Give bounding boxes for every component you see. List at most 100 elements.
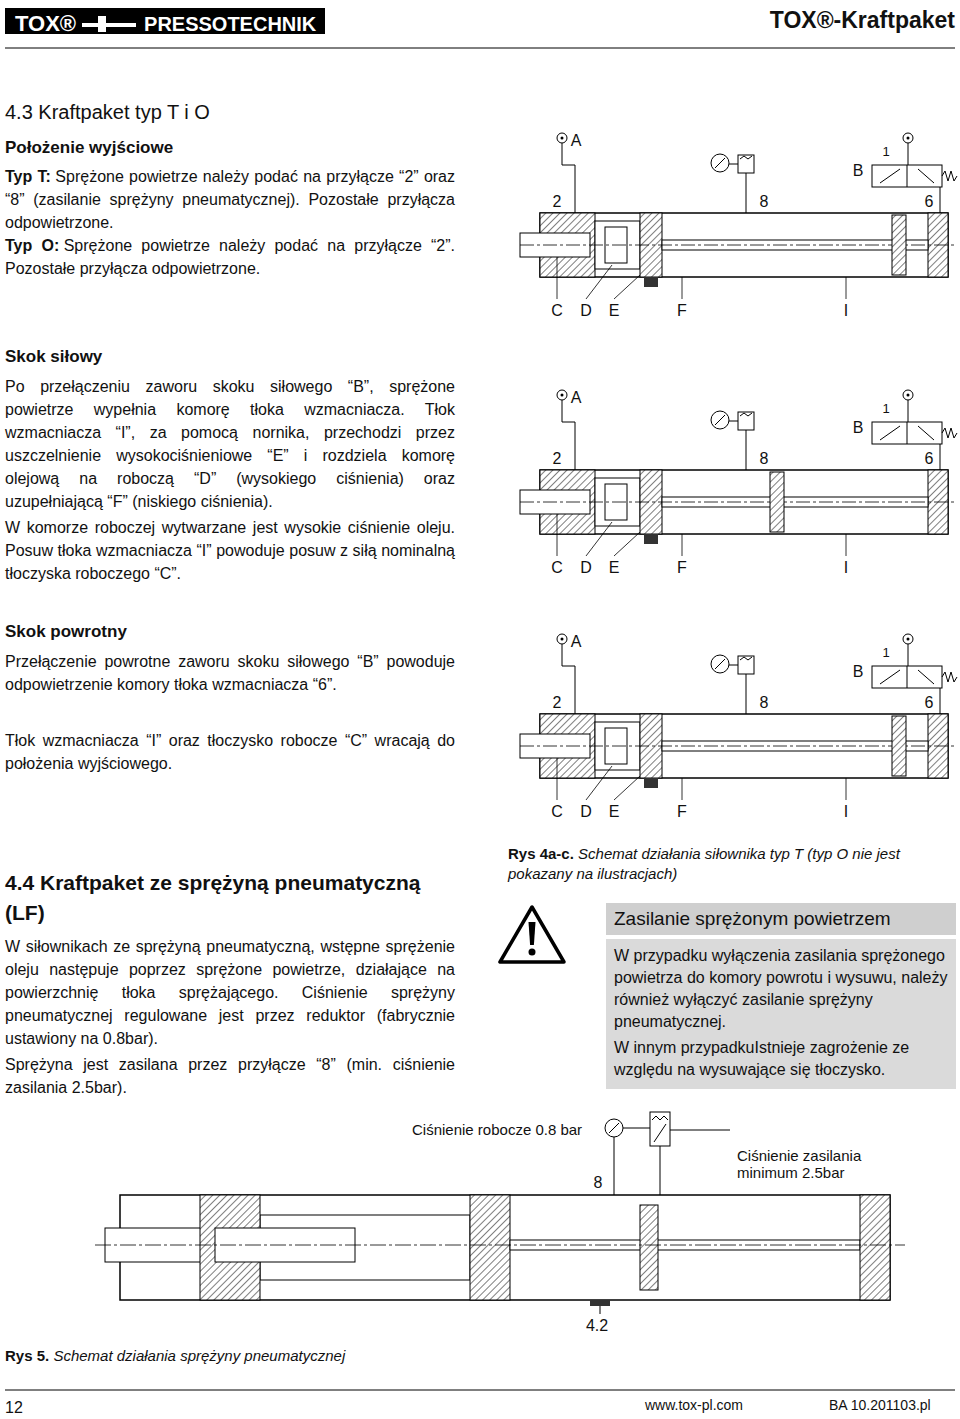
booster-piston xyxy=(770,472,784,532)
port-number: 6 xyxy=(925,193,934,210)
cylinder-figure-a xyxy=(520,133,957,299)
booster-piston xyxy=(892,215,906,275)
port-number: 2 xyxy=(553,193,562,210)
section-heading-block: 4.3 Kraftpaket typ T i O xyxy=(5,100,210,125)
air-spring-drawing-part xyxy=(660,1146,661,1195)
air-spring-drawing-part xyxy=(654,1124,666,1142)
port-number: 2 xyxy=(553,694,562,711)
section-heading: 4.4 Kraftpaket ze sprężyną pneumatyczną … xyxy=(5,871,421,924)
body-text: W komorze roboczej wytwarzane jest wysok… xyxy=(5,519,455,582)
booster-piston xyxy=(892,716,906,776)
running-title: TOX®-Kraftpaket xyxy=(770,7,955,33)
warning-text: W przypadku wyłączenia zasilania sprężon… xyxy=(606,939,956,1035)
callout-letter-block: D xyxy=(580,804,592,820)
body-text: Po przełączeniu zaworu skoku siłowego “B… xyxy=(5,378,455,510)
callout-letter-block: E xyxy=(609,804,620,820)
figure-caption-block: Rys 5.Schemat działania sprężyny pneumat… xyxy=(5,1347,345,1366)
footer-text: www.tox-pl.com xyxy=(645,1397,743,1413)
subheading-block: Skok powrotny xyxy=(5,621,127,642)
callout-letter: F xyxy=(677,559,687,576)
callout-letter-block: F xyxy=(677,804,687,820)
air-spring-drawing-part xyxy=(640,1205,658,1290)
cylinder-figure-b xyxy=(520,390,957,556)
footer-text-block: BA 10.201103.pl xyxy=(829,1397,931,1415)
air-spring-drawing-part xyxy=(623,1128,650,1129)
port-number: 8 xyxy=(760,450,769,467)
subheading-block: Skok siłowy xyxy=(5,346,102,367)
body-text: Sprężone powietrze należy podać na przył… xyxy=(5,168,455,231)
callout-letter: I xyxy=(844,803,848,820)
port-number-block: 6 xyxy=(925,451,934,467)
header-rule xyxy=(5,48,955,49)
body-text: Typ O: xyxy=(5,237,59,254)
port-number-block: 1 xyxy=(882,402,889,415)
air-spring-drawing-part xyxy=(650,1112,670,1146)
body-text: W siłownikach ze sprężyną pneumatyczną, … xyxy=(5,938,455,1047)
air-spring-drawing-part xyxy=(614,1137,615,1195)
body-text-block: Przełączenie powrotne zaworu skoku siłow… xyxy=(5,650,455,696)
port-number: A xyxy=(571,132,582,149)
body-text-block: W komorze roboczej wytwarzane jest wysok… xyxy=(5,516,455,585)
port-number-block: 8 xyxy=(594,1175,603,1191)
port-number-block: 1 xyxy=(882,145,889,158)
body-text: Tłok wzmacniacza “I” oraz tłoczysko robo… xyxy=(5,732,455,772)
port-number: 6 xyxy=(925,450,934,467)
warning-triangle-part xyxy=(529,922,536,945)
callout-letter-block: F xyxy=(677,560,687,576)
callout-letter: D xyxy=(580,559,592,576)
port-number: 6 xyxy=(925,694,934,711)
warning-heading: Zasilanie sprężonym powietrzem xyxy=(606,903,956,935)
air-spring-drawing-part xyxy=(652,1116,668,1120)
air-spring-drawing-part xyxy=(120,1195,890,1300)
port-number-block: 8 xyxy=(760,194,769,210)
port-number: B xyxy=(853,663,864,680)
port-number: A xyxy=(571,633,582,650)
port-number-block: B xyxy=(853,420,864,436)
brand-name: PRESSOTECHNIK xyxy=(144,11,316,37)
port-number: B xyxy=(853,162,864,179)
callout-letter-block: C xyxy=(551,303,563,319)
warning-text: W innym przypadkuIstnieje zagrożenie ze … xyxy=(606,1035,956,1089)
page-number-block: 12 xyxy=(5,1398,23,1418)
body-text-block: Typ T:Sprężone powietrze należy podać na… xyxy=(5,165,455,234)
pressure-label-block: Ciśnienie robocze 0.8 bar xyxy=(412,1121,582,1140)
port-number-block: 2 xyxy=(553,451,562,467)
air-spring-drawing-part xyxy=(605,1119,623,1137)
callout-letter-block: D xyxy=(580,560,592,576)
body-text-block: Typ O:Sprężone powietrze należy podać na… xyxy=(5,234,455,280)
section-heading: 4.3 Kraftpaket typ T i O xyxy=(5,101,210,123)
callout-letter: I xyxy=(844,559,848,576)
subheading: Położenie wyjściowe xyxy=(5,138,173,157)
body-text-block: Po przełączeniu zaworu skoku siłowego “B… xyxy=(5,375,455,513)
port-number: 1 xyxy=(882,401,889,416)
figure-caption: Schemat działania sprężyny pneumatycznej xyxy=(53,1347,345,1364)
callout-letter: C xyxy=(551,302,563,319)
pressure-label: Ciśnienie robocze 0.8 bar xyxy=(412,1121,582,1138)
port-number: A xyxy=(571,389,582,406)
port-number-block: 6 xyxy=(925,194,934,210)
body-text-block: W siłownikach ze sprężyną pneumatyczną, … xyxy=(5,935,455,1050)
callout-letter-block: C xyxy=(551,560,563,576)
figure-caption-block: Rys 4a-c.Schemat działania siłownika typ… xyxy=(508,844,953,884)
body-text-block: Sprężyna jest zasilana przez przyłącze “… xyxy=(5,1053,455,1099)
air-spring-drawing-part xyxy=(860,1195,890,1300)
callout-letter: C xyxy=(551,559,563,576)
callout-letter: E xyxy=(609,302,620,319)
port-number: 2 xyxy=(553,450,562,467)
warning-triangle xyxy=(500,907,564,962)
pressure-label-block: Ciśnienie zasilania minimum 2.5bar xyxy=(737,1147,887,1181)
port-number-block: 8 xyxy=(760,451,769,467)
port-number: 1 xyxy=(882,144,889,159)
callout-letter: F xyxy=(677,302,687,319)
air-spring-drawing-part xyxy=(609,1123,619,1133)
callout-letter-block: I xyxy=(844,804,848,820)
footer-text-block: www.tox-pl.com xyxy=(645,1397,743,1415)
warning-triangle-part xyxy=(500,907,564,962)
body-text: Sprężyna jest zasilana przez przyłącze “… xyxy=(5,1056,455,1096)
body-text: Typ T: xyxy=(5,168,51,185)
callout-letter-block: C xyxy=(551,804,563,820)
callout-letter-block: F xyxy=(677,303,687,319)
port-number-block: 6 xyxy=(925,695,934,711)
subheading-block: Położenie wyjściowe xyxy=(5,137,173,158)
